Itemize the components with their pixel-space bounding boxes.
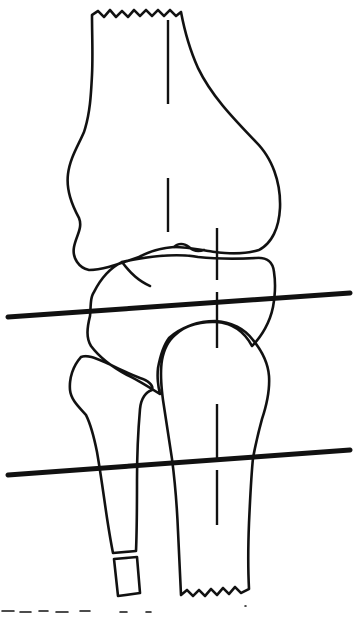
fibula [70,356,152,596]
fibula-fragment [114,557,140,596]
bottom-noise-line [2,606,246,612]
scan-noise [2,606,246,612]
cut-lines [8,293,350,475]
femur [68,10,280,270]
patella-inner-edge [122,262,150,286]
femur-outline [68,10,280,270]
proximal-cut-line [8,293,350,317]
axes [168,20,217,525]
patella-outline [88,255,276,394]
fibula-outline [70,356,152,553]
distal-cut-line [8,450,350,475]
patella [88,255,276,394]
